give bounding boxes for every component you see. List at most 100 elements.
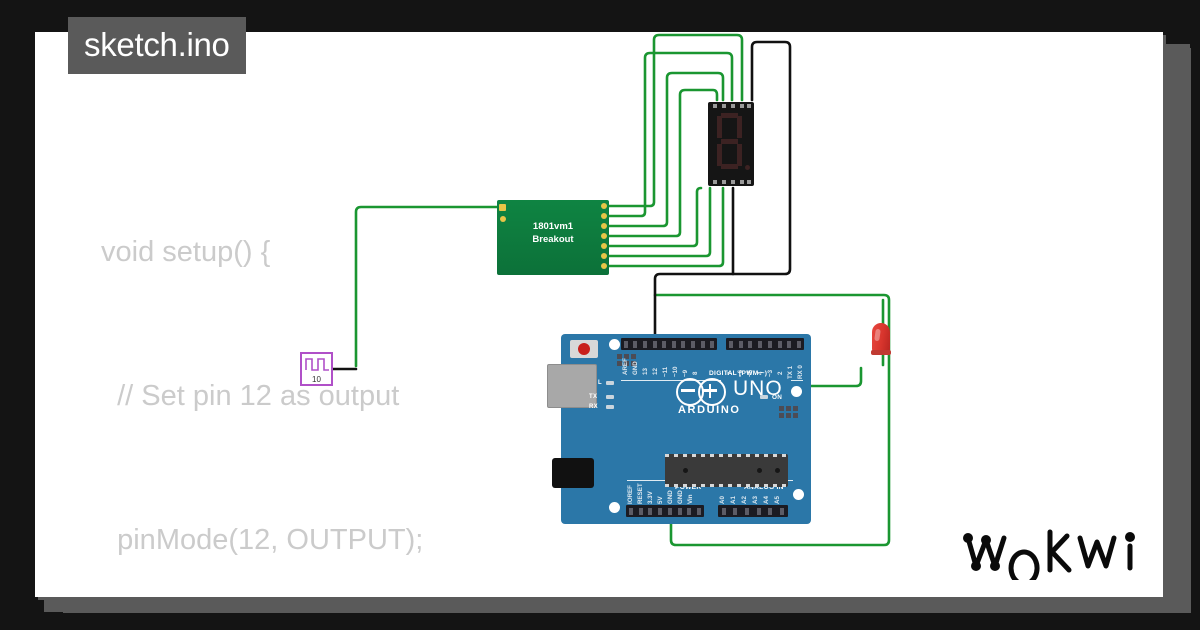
red-led[interactable] bbox=[869, 323, 893, 365]
pin-label-2: 2 bbox=[777, 371, 784, 375]
segment-decimal-point bbox=[745, 165, 750, 170]
status-led-label-l: L bbox=[598, 380, 602, 386]
breakout-pad-left-2[interactable] bbox=[500, 216, 506, 222]
code-line: pinMode(12, OUTPUT); bbox=[101, 524, 424, 556]
analog-header-label: ANALOG IN bbox=[744, 484, 784, 491]
breakout-label: 1801vm1 Breakout bbox=[497, 220, 609, 246]
led-base bbox=[871, 350, 891, 355]
seg7-pin-bottom-3[interactable] bbox=[731, 180, 735, 184]
power-header[interactable] bbox=[626, 505, 704, 517]
status-led-label-on: ON bbox=[772, 394, 783, 401]
mount-hole-3 bbox=[793, 489, 804, 500]
reset-button[interactable] bbox=[570, 340, 598, 358]
pin-label-12: 12 bbox=[652, 368, 659, 375]
breakout-label-line1: 1801vm1 bbox=[532, 221, 574, 232]
seg7-pin-top-3[interactable] bbox=[731, 104, 735, 108]
infinity-circle-right bbox=[698, 378, 726, 406]
pin-label-a0: A0 bbox=[719, 496, 726, 504]
led-bulb bbox=[872, 323, 890, 353]
wire-seg-b bbox=[607, 51, 734, 218]
breakout-board[interactable]: 1801vm1 Breakout bbox=[497, 200, 609, 275]
seg7-pin-top-2[interactable] bbox=[722, 104, 726, 108]
code-line: void setup() { bbox=[101, 236, 271, 268]
pin-label-a1: A1 bbox=[730, 496, 737, 504]
wire-seg-f bbox=[607, 186, 712, 258]
chip-pins-top bbox=[665, 454, 788, 457]
seg7-pin-top-5[interactable] bbox=[747, 104, 751, 108]
breakout-label-line2: Breakout bbox=[532, 234, 574, 245]
pin-label-5v: 5V bbox=[657, 496, 664, 504]
digital-header-right[interactable] bbox=[726, 338, 804, 350]
breakout-pad-left-1[interactable] bbox=[499, 204, 506, 211]
seg7-pin-bottom-4[interactable] bbox=[740, 180, 744, 184]
pin-label-rx0: RX 0 bbox=[797, 365, 804, 379]
pulse-generator[interactable]: 10 bbox=[300, 352, 333, 386]
seg7-pin-top-4[interactable] bbox=[740, 104, 744, 108]
seg7-pin-bottom-2[interactable] bbox=[722, 180, 726, 184]
breakout-pad-right-4[interactable] bbox=[601, 233, 607, 239]
infinity-minus bbox=[681, 389, 695, 392]
status-led-label-rx: RX bbox=[589, 404, 598, 410]
segment-a bbox=[721, 113, 738, 118]
uno-wordmark: UNO bbox=[733, 377, 783, 400]
pin-label-8: 8 bbox=[692, 371, 699, 375]
breakout-pad-right-1[interactable] bbox=[601, 203, 607, 209]
pin-label-13: 13 bbox=[642, 368, 649, 375]
reset-button-cap[interactable] bbox=[578, 343, 590, 355]
breakout-pad-right-2[interactable] bbox=[601, 213, 607, 219]
seg7-pin-bottom-1[interactable] bbox=[713, 180, 717, 184]
analog-header[interactable] bbox=[718, 505, 788, 517]
seven-segment-display[interactable] bbox=[708, 102, 754, 186]
digital-header-left[interactable] bbox=[621, 338, 717, 350]
pin-label-9: ~9 bbox=[682, 369, 689, 377]
arduino-wordmark: ARDUINO bbox=[678, 404, 741, 416]
breakout-pad-right-6[interactable] bbox=[601, 253, 607, 259]
status-led-rx bbox=[606, 405, 614, 409]
usb-connector bbox=[547, 364, 597, 408]
power-jack bbox=[552, 458, 594, 488]
breakout-pad-right-5[interactable] bbox=[601, 243, 607, 249]
wire-seg-d bbox=[607, 88, 719, 238]
segment-c bbox=[737, 144, 742, 166]
atmega-chip bbox=[665, 454, 788, 487]
segment-d bbox=[721, 164, 738, 169]
wokwi-logo bbox=[962, 524, 1158, 587]
pin-label-aref: AREF bbox=[622, 358, 629, 375]
segment-f bbox=[717, 116, 722, 138]
chip-dot-1 bbox=[683, 468, 688, 473]
segment-e bbox=[717, 144, 722, 166]
mount-hole-2 bbox=[791, 386, 802, 397]
chip-dot-2 bbox=[757, 468, 762, 473]
arduino-infinity-icon bbox=[676, 378, 726, 406]
seg7-digit bbox=[716, 113, 744, 171]
chip-pins-bottom bbox=[665, 484, 788, 487]
wire-gnd-black bbox=[653, 40, 792, 350]
status-led-l bbox=[606, 381, 614, 385]
file-tab-sketch-ino[interactable]: sketch.ino bbox=[68, 17, 246, 74]
wire-seg-c bbox=[607, 71, 725, 228]
breakout-pad-right-3[interactable] bbox=[601, 223, 607, 229]
status-led-tx bbox=[606, 395, 614, 399]
wire-uno-led-anode bbox=[809, 366, 863, 388]
wire-led-return bbox=[653, 293, 891, 547]
icsp2-header[interactable] bbox=[617, 354, 636, 366]
digital-rule-right bbox=[791, 380, 803, 381]
seg7-pin-top-1[interactable] bbox=[713, 104, 717, 108]
chip-dot-3 bbox=[775, 468, 780, 473]
wire-seg-e bbox=[607, 186, 703, 248]
seg7-pin-bottom-5[interactable] bbox=[747, 180, 751, 184]
digital-header-label: DIGITAL (PWM ~) bbox=[709, 370, 768, 377]
icsp-header[interactable] bbox=[779, 406, 798, 418]
breakout-pad-right-7[interactable] bbox=[601, 263, 607, 269]
wire-seg-g bbox=[607, 186, 725, 268]
arduino-uno-board[interactable]: AREF GND 13 12 ~11 ~10 ~9 8 7 ~6 ~5 4 ~3… bbox=[547, 334, 811, 524]
wire-pin12-breakout bbox=[354, 205, 499, 368]
mount-hole-4 bbox=[609, 502, 620, 513]
segment-b bbox=[737, 116, 742, 138]
pin-label-11: ~11 bbox=[662, 366, 669, 377]
pin-label-gnd: GND bbox=[632, 361, 639, 375]
power-header-label: POWER bbox=[675, 484, 702, 491]
segment-g bbox=[721, 139, 738, 144]
